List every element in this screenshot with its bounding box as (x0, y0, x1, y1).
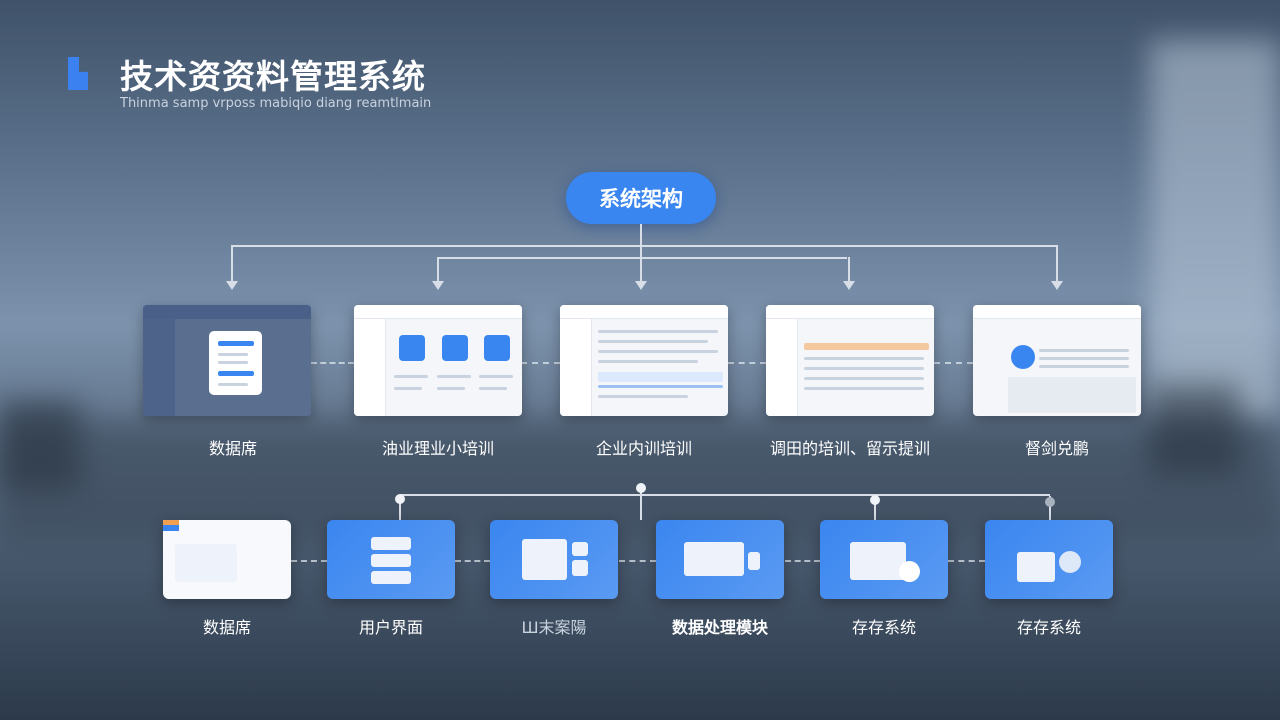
connector-node (870, 495, 880, 505)
arrow-down-icon (635, 281, 647, 290)
connector-node (636, 483, 646, 493)
background-window (1150, 40, 1280, 420)
module-card[interactable] (490, 520, 618, 599)
page-title: 技术资资料管理系统 (120, 57, 426, 96)
connector (399, 496, 401, 520)
page-subtitle: Thinma samp vrposs mabiqio diang reamtlm… (120, 96, 432, 111)
connector-node (1045, 497, 1055, 507)
connector (848, 257, 850, 281)
module-label: 存存系统 (1016, 618, 1081, 637)
avatar (1011, 345, 1035, 369)
dashed-link (728, 362, 766, 364)
arrow-down-icon (843, 281, 855, 290)
module-label: 企业内训培训 (595, 439, 692, 458)
module-label: Ш末案陽 (521, 618, 587, 637)
card-icon (850, 542, 906, 580)
module-screenshot-card[interactable] (560, 305, 728, 416)
connector (640, 490, 642, 520)
lock-icon (1017, 552, 1055, 582)
dashed-link (619, 560, 656, 562)
module-label: 数据处理模块 (671, 618, 768, 637)
background-monitor (0, 400, 80, 490)
dashed-link (311, 362, 354, 364)
module-icon (442, 335, 468, 361)
connector (437, 257, 439, 281)
connector (1049, 496, 1051, 520)
connector (437, 257, 847, 259)
dashed-link (785, 560, 820, 562)
dashed-link (934, 362, 973, 364)
module-label: 数据席 (202, 618, 251, 637)
connector (874, 500, 876, 520)
module-screenshot-card[interactable] (143, 305, 311, 416)
tile-icon (572, 542, 588, 556)
arrow-down-icon (1051, 281, 1063, 290)
storage-system-card[interactable] (985, 520, 1113, 599)
module-icon (484, 335, 510, 361)
tile-icon (572, 560, 588, 576)
module-label: 调田的培训、留示提训 (769, 439, 930, 458)
connector-node (395, 494, 405, 504)
server-icon (371, 537, 411, 550)
plug-icon (899, 561, 920, 582)
seal-icon (1059, 551, 1081, 573)
dashed-link (521, 362, 560, 364)
module-label: 存存系统 (851, 618, 916, 637)
arrow-down-icon (432, 281, 444, 290)
module-label: 用户界面 (358, 618, 423, 637)
connector (640, 246, 642, 281)
background-monitor (1150, 385, 1240, 475)
root-node-system-architecture[interactable]: 系统架构 (566, 172, 716, 224)
module-label: 油业理业小培训 (381, 439, 494, 458)
connector (231, 245, 233, 281)
login-screenshot-card[interactable] (163, 520, 291, 599)
connector (1056, 245, 1058, 281)
dashed-link (291, 560, 327, 562)
storage-system-card[interactable] (820, 520, 948, 599)
data-processing-card[interactable] (656, 520, 784, 599)
module-label: 督剑兑鹏 (1024, 439, 1089, 458)
title-accent-icon (68, 57, 88, 90)
module-label: 数据席 (208, 439, 257, 458)
connector (232, 245, 1058, 247)
user-interface-card[interactable] (327, 520, 455, 599)
module-screenshot-card[interactable] (973, 305, 1141, 416)
server-icon (371, 554, 411, 567)
connector (640, 224, 642, 246)
document-icon (522, 539, 567, 580)
module-icon (399, 335, 425, 361)
server-icon (371, 571, 411, 584)
dashed-link (455, 560, 490, 562)
tile-icon (748, 552, 760, 570)
module-screenshot-card[interactable] (766, 305, 934, 416)
dashed-link (948, 560, 985, 562)
module-screenshot-card[interactable] (354, 305, 522, 416)
connector (400, 494, 1050, 496)
form-icon (684, 542, 744, 576)
arrow-down-icon (226, 281, 238, 290)
dialog-panel (209, 331, 262, 395)
